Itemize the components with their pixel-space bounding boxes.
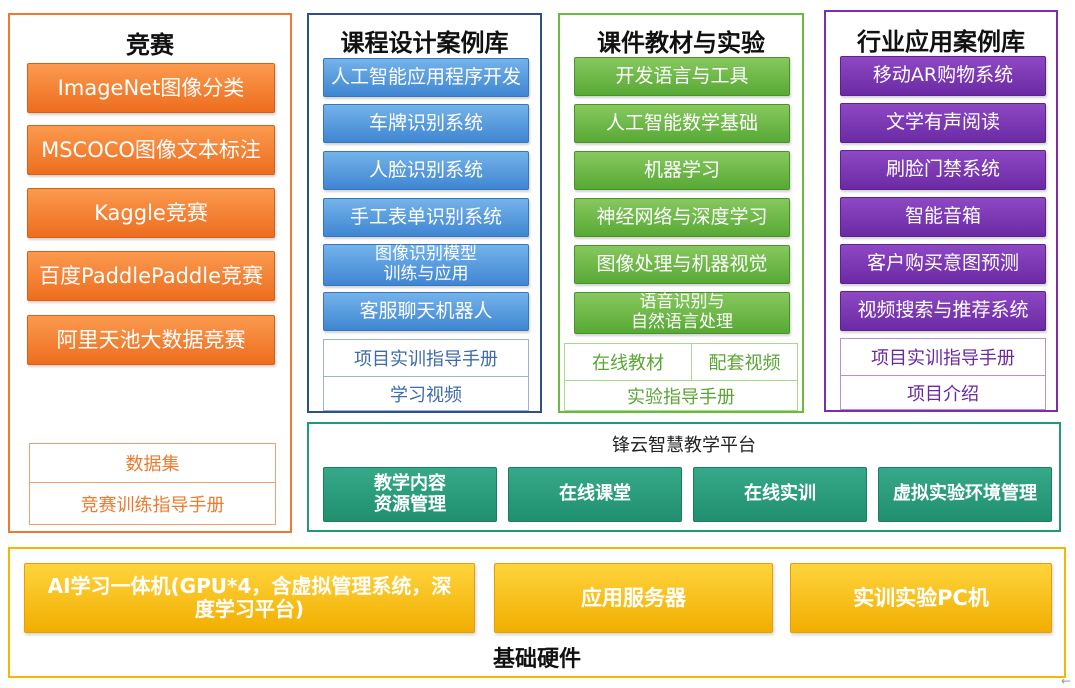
competition-item-kaggle[interactable]: Kaggle竞赛 [27,188,275,238]
course-item-ai-app[interactable]: 人工智能应用程序开发 [323,58,529,97]
competition-training-manual[interactable]: 竞赛训练指导手册 [29,483,276,525]
platform-panel: 锋云智慧教学平台 教学内容 资源管理 在线课堂 在线实训 虚拟实验环境管理 [307,422,1061,532]
courseware-matching-video[interactable]: 配套视频 [692,343,798,381]
course-project-manual[interactable]: 项目实训指导手册 [323,339,529,377]
competition-item-mscoco[interactable]: MSCOCO图像文本标注 [27,125,275,175]
industry-project-manual[interactable]: 项目实训指导手册 [840,338,1046,376]
course-design-panel: 课程设计案例库 人工智能应用程序开发 车牌识别系统 人脸识别系统 手工表单识别系… [307,13,542,413]
hardware-item-app-server[interactable]: 应用服务器 [494,563,773,633]
hardware-item-lab-pc[interactable]: 实训实验PC机 [790,563,1052,633]
courseware-panel: 课件教材与实验 开发语言与工具 人工智能数学基础 机器学习 神经网络与深度学习 … [558,13,804,413]
courseware-item-speech-nlp[interactable]: 语音识别与 自然语言处理 [574,292,790,334]
hardware-panel: AI学习一体机(GPU*4，含虚拟管理系统，深 度学习平台) 应用服务器 实训实… [8,547,1066,678]
corner-arrow-mark: ← [1060,674,1071,688]
competition-title: 竞赛 [126,31,174,59]
platform-item-virtual-lab[interactable]: 虚拟实验环境管理 [878,467,1052,522]
industry-project-intro[interactable]: 项目介绍 [840,376,1046,410]
course-design-title: 课程设计案例库 [340,29,509,57]
competition-item-tianchi[interactable]: 阿里天池大数据竞赛 [27,315,275,365]
courseware-lab-manual[interactable]: 实验指导手册 [564,381,798,411]
industry-item-audio-reading[interactable]: 文学有声阅读 [840,103,1046,143]
industry-item-ar-shopping[interactable]: 移动AR购物系统 [840,56,1046,96]
competition-dataset[interactable]: 数据集 [29,443,276,483]
courseware-item-image-vision[interactable]: 图像处理与机器视觉 [574,245,790,284]
course-item-face[interactable]: 人脸识别系统 [323,151,529,190]
course-item-form[interactable]: 手工表单识别系统 [323,198,529,237]
industry-panel: 行业应用案例库 移动AR购物系统 文学有声阅读 刷脸门禁系统 智能音箱 客户购买… [824,10,1058,412]
industry-item-purchase-intent[interactable]: 客户购买意图预测 [840,244,1046,284]
courseware-item-dev-lang[interactable]: 开发语言与工具 [574,57,790,96]
competition-item-imagenet[interactable]: ImageNet图像分类 [27,63,275,113]
courseware-item-nn-dl[interactable]: 神经网络与深度学习 [574,198,790,237]
course-item-image-model[interactable]: 图像识别模型 训练与应用 [323,244,529,286]
platform-title: 锋云智慧教学平台 [612,435,756,456]
platform-item-online-training[interactable]: 在线实训 [693,467,867,522]
courseware-item-ml[interactable]: 机器学习 [574,151,790,190]
hardware-title: 基础硬件 [492,647,581,672]
competition-item-paddle[interactable]: 百度PaddlePaddle竞赛 [27,251,275,301]
competition-panel: 竞赛 ImageNet图像分类 MSCOCO图像文本标注 Kaggle竞赛 百度… [8,13,292,533]
courseware-item-ai-math[interactable]: 人工智能数学基础 [574,104,790,143]
course-study-video[interactable]: 学习视频 [323,377,529,411]
platform-item-online-class[interactable]: 在线课堂 [508,467,682,522]
courseware-online-textbook[interactable]: 在线教材 [564,343,692,381]
course-item-plate[interactable]: 车牌识别系统 [323,104,529,143]
industry-title: 行业应用案例库 [857,28,1025,56]
industry-item-video-recommend[interactable]: 视频搜索与推荐系统 [840,291,1046,331]
courseware-title: 课件教材与实验 [597,29,765,57]
course-item-chatbot[interactable]: 客服聊天机器人 [323,292,529,331]
industry-item-face-access[interactable]: 刷脸门禁系统 [840,150,1046,190]
industry-item-smart-speaker[interactable]: 智能音箱 [840,197,1046,237]
hardware-item-ai-machine[interactable]: AI学习一体机(GPU*4，含虚拟管理系统，深 度学习平台) [24,563,475,633]
platform-item-content-management[interactable]: 教学内容 资源管理 [323,467,497,522]
